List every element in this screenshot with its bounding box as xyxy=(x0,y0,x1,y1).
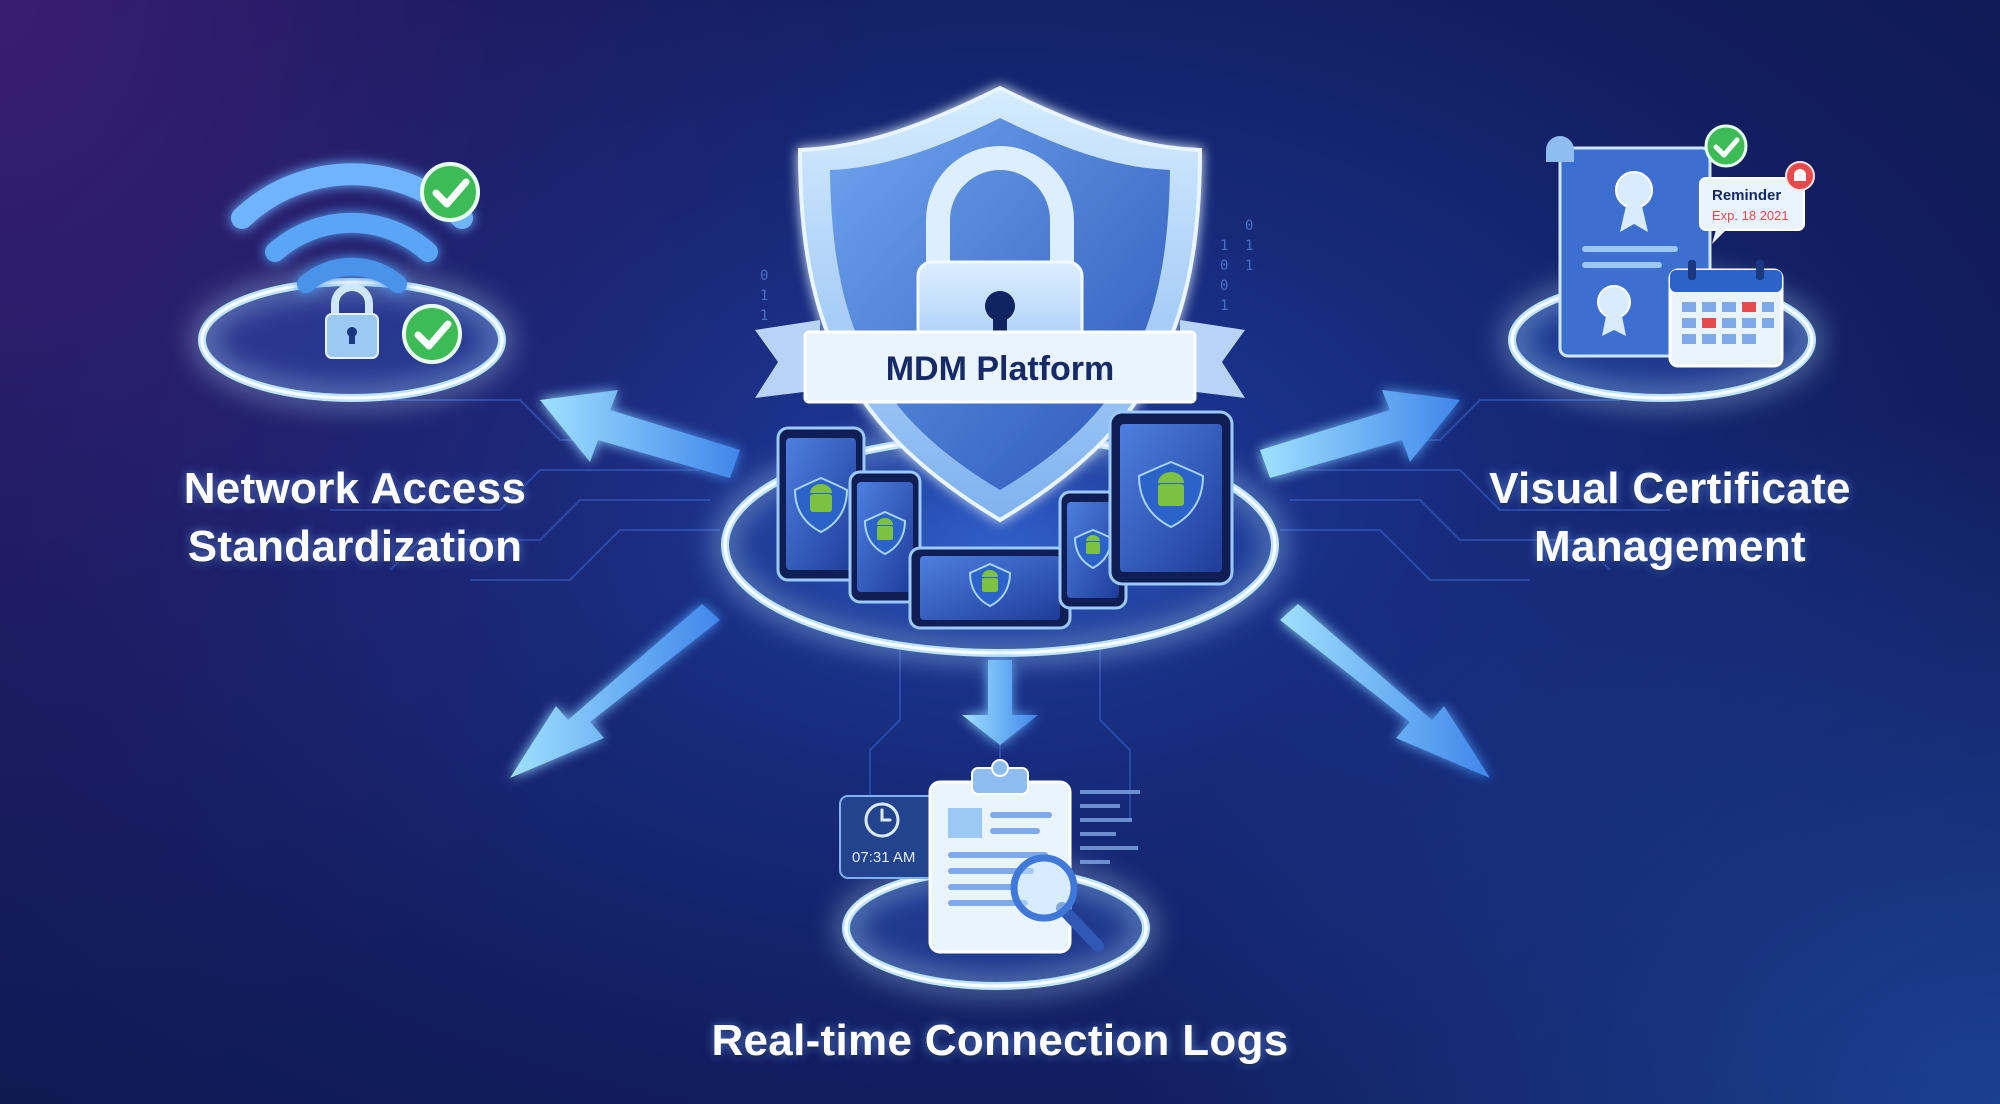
svg-text:1: 1 xyxy=(1220,298,1228,314)
device-phone-1 xyxy=(848,470,922,604)
arrow-to-certificate xyxy=(1260,390,1460,478)
svg-text:1: 1 xyxy=(1245,238,1253,254)
clock-time: 07:31 AM xyxy=(852,849,915,866)
logs-caption-text: Real-time Connection Logs xyxy=(711,1016,1289,1065)
arrow-to-bottom-right xyxy=(1280,604,1490,778)
svg-text:1: 1 xyxy=(760,288,768,304)
android-icon xyxy=(863,510,907,556)
reminder-date: Exp. 18 2021 xyxy=(1712,208,1789,223)
arrow-to-bottom-left xyxy=(510,604,720,778)
svg-text:0: 0 xyxy=(760,268,768,284)
android-icon xyxy=(793,476,849,534)
mdm-banner-text: MDM Platform xyxy=(886,350,1115,388)
mdm-banner: MDM Platform xyxy=(755,320,1245,404)
android-icon xyxy=(1137,460,1205,529)
check-icon xyxy=(420,162,480,222)
network-lock-icon xyxy=(325,283,379,359)
svg-text:1: 1 xyxy=(760,308,768,324)
network-access-caption: Network Access Standardization xyxy=(110,460,600,576)
certificate-check-icon xyxy=(1704,124,1748,168)
network-caption-line-2: Standardization xyxy=(187,522,523,571)
svg-text:1: 1 xyxy=(1245,258,1253,274)
device-tablet-right xyxy=(1108,410,1234,586)
calendar-icon xyxy=(1668,260,1784,368)
check-icon xyxy=(402,304,462,364)
svg-text:1: 1 xyxy=(1220,238,1228,254)
svg-text:0: 0 xyxy=(1220,278,1228,294)
device-phone-landscape xyxy=(908,546,1072,630)
device-tablet-left xyxy=(776,426,866,582)
android-icon xyxy=(968,562,1012,608)
reminder-bubble: Reminder Exp. 18 2021 xyxy=(1699,177,1805,244)
arrow-to-logs xyxy=(962,660,1038,745)
magnifier-icon xyxy=(1010,854,1104,952)
svg-text:0: 0 xyxy=(1220,258,1228,274)
connection-logs-caption: Real-time Connection Logs xyxy=(600,1012,1400,1070)
alert-bell-icon xyxy=(1785,161,1815,191)
android-icon xyxy=(1073,528,1113,570)
certificate-management-caption: Visual Certificate Management xyxy=(1420,460,1920,576)
log-lines xyxy=(1080,790,1140,864)
certificate-caption-line-1: Visual Certificate xyxy=(1489,464,1851,513)
arrow-to-network xyxy=(540,390,740,478)
clock-card: 07:31 AM xyxy=(839,795,937,879)
network-caption-line-1: Network Access xyxy=(183,464,527,513)
certificate-caption-line-2: Management xyxy=(1534,522,1806,571)
svg-text:0: 0 xyxy=(1245,218,1253,234)
reminder-title: Reminder xyxy=(1712,187,1781,204)
